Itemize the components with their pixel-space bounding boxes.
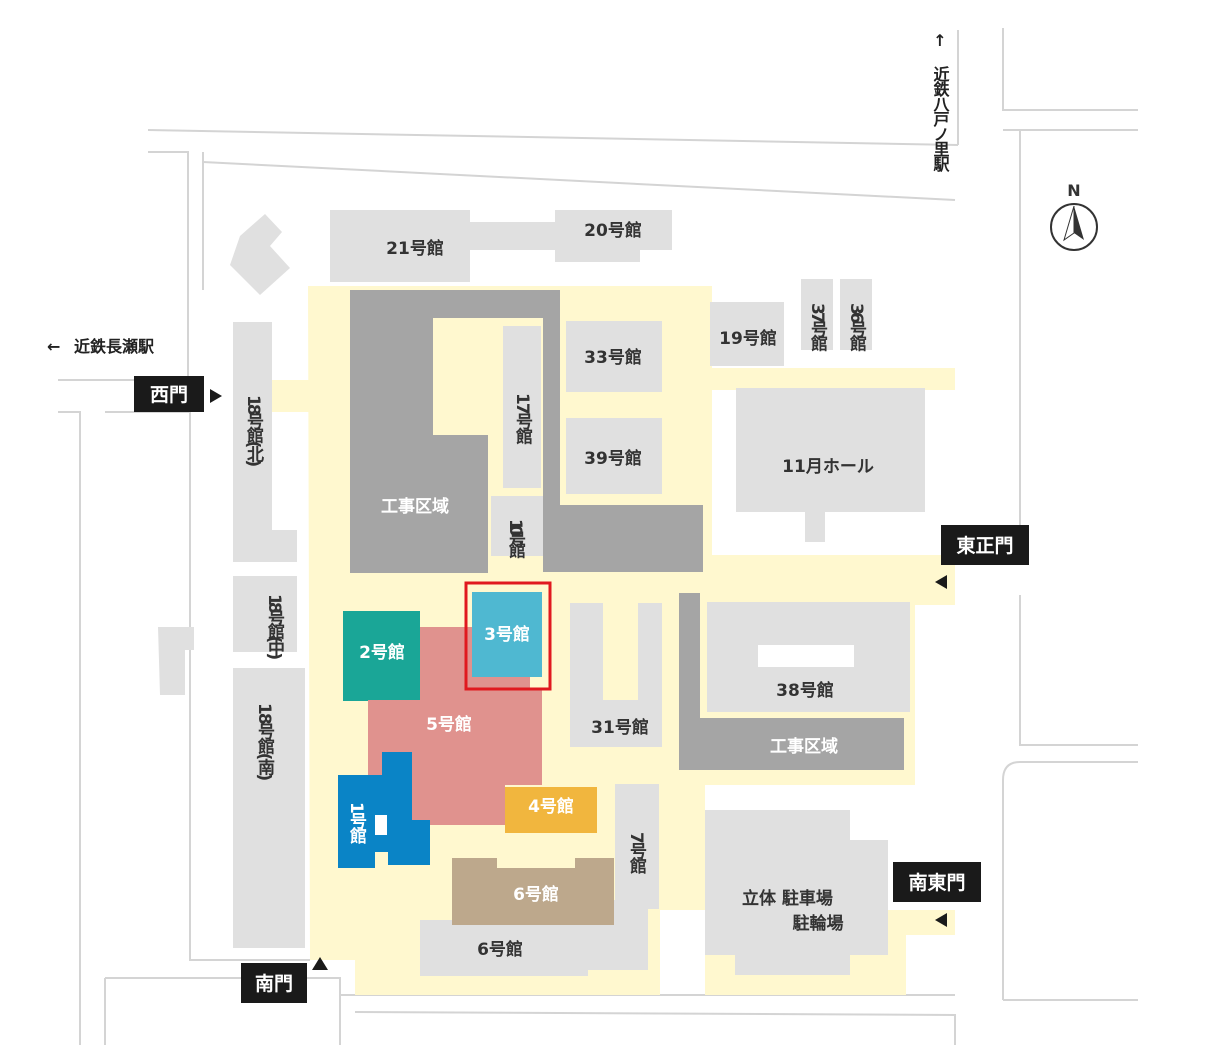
gate-east-main-label: 東正門 — [956, 534, 1013, 557]
label-b17: 17号館 — [512, 393, 534, 446]
label-b38: 38号館 — [776, 680, 834, 701]
gate-west-arrow-icon — [210, 389, 222, 403]
gate-east-main[interactable]: 東正門 — [941, 525, 1029, 565]
building-1 — [338, 752, 430, 868]
north-arrow-text: ↑ — [933, 31, 946, 50]
label-b36: 36号館 — [846, 303, 868, 353]
label-b4: 4号館 — [528, 796, 574, 817]
label-b1: 1号館 — [346, 802, 368, 845]
label-b3: 3号館 — [484, 624, 530, 645]
label-b10: 10号館 — [505, 519, 527, 560]
gate-south-east-arrow-icon — [935, 913, 947, 927]
label-b33: 33号館 — [584, 347, 642, 368]
west-arrow-text: ← — [47, 337, 60, 356]
building-1-notch — [375, 815, 387, 835]
label-b39: 39号館 — [584, 448, 642, 469]
label-b18s: 18号館(南) — [254, 703, 276, 780]
building-2 — [343, 611, 420, 701]
label-b2: 2号館 — [359, 642, 405, 663]
north-station: 近鉄八戸ノ里駅 — [931, 65, 951, 173]
label-b7: 7号館 — [626, 832, 648, 875]
gate-south[interactable]: 南門 — [241, 963, 307, 1003]
gate-south-east[interactable]: 南東門 — [893, 862, 981, 902]
label-parking-2: 駐輪場 — [793, 913, 844, 934]
label-parking-1: 立体 駐車場 — [742, 888, 833, 909]
label-b6: 6号館 — [513, 884, 559, 905]
label-b18c: 18号館(中) — [264, 594, 286, 659]
building-6 — [452, 858, 614, 925]
label-b37: 37号館 — [807, 303, 829, 353]
building-3 — [472, 592, 542, 677]
gate-west[interactable]: 西門 — [134, 376, 204, 412]
gray-buildings — [158, 210, 925, 976]
gate-west-label: 西門 — [150, 384, 188, 406]
label-construction-2: 工事区域 — [770, 736, 838, 757]
compass-n: N — [1067, 181, 1080, 200]
label-b20: 20号館 — [584, 220, 642, 241]
label-b6-south: 6号館 — [477, 939, 523, 960]
label-construction-1: 工事区域 — [381, 496, 449, 517]
gate-south-label: 南門 — [255, 973, 293, 995]
label-b19: 19号館 — [719, 328, 777, 349]
label-b5: 5号館 — [426, 714, 472, 735]
label-b21: 21号館 — [386, 238, 444, 259]
highlight-box — [464, 581, 552, 691]
label-b18n: 18号館(北) — [243, 395, 265, 466]
gate-east-main-arrow-icon — [935, 575, 947, 589]
label-b11: 11月ホール — [782, 457, 874, 477]
label-b31: 31号館 — [591, 717, 649, 738]
38-gap — [758, 645, 854, 667]
gate-south-arrow-icon — [312, 957, 328, 970]
construction-areas — [350, 290, 904, 770]
compass-icon: N — [1050, 181, 1098, 251]
west-station: 近鉄長瀬駅 — [74, 337, 155, 356]
gate-south-east-label: 南東門 — [908, 871, 965, 894]
building-4 — [505, 787, 597, 833]
